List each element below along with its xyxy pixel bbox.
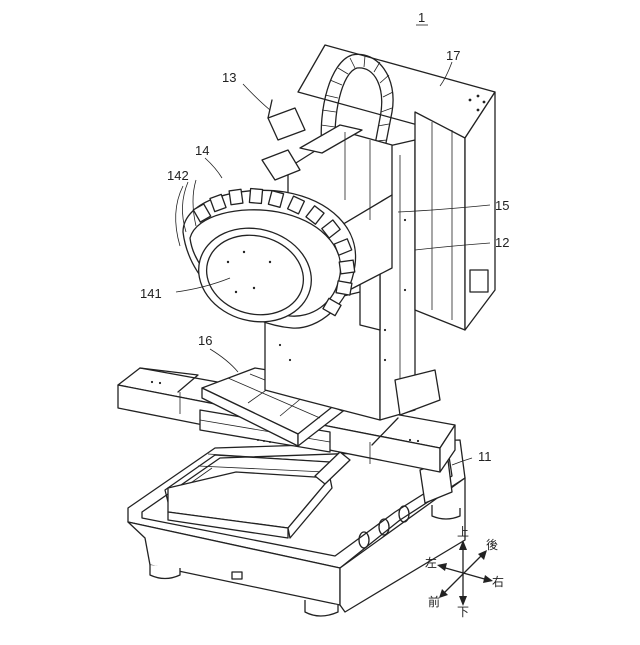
axis-back: 後 — [486, 538, 498, 552]
label-12: 12 — [495, 235, 509, 250]
figure-number: 1 — [418, 10, 425, 25]
label-15: 15 — [495, 198, 509, 213]
label-142: 142 — [167, 168, 189, 183]
axis-up: 上 — [457, 525, 469, 539]
tool-magazine — [183, 189, 356, 335]
label-16: 16 — [198, 333, 212, 348]
axis-left: 左 — [425, 555, 437, 570]
axis-right: 右 — [492, 574, 504, 589]
label-141: 141 — [140, 286, 162, 301]
label-11: 11 — [478, 449, 492, 464]
axis-down: 下 — [457, 605, 469, 619]
label-17: 17 — [446, 48, 460, 63]
label-13: 13 — [222, 70, 236, 85]
axis-front: 前 — [428, 594, 440, 609]
label-14: 14 — [195, 143, 209, 158]
arrow-left-icon — [437, 563, 447, 571]
